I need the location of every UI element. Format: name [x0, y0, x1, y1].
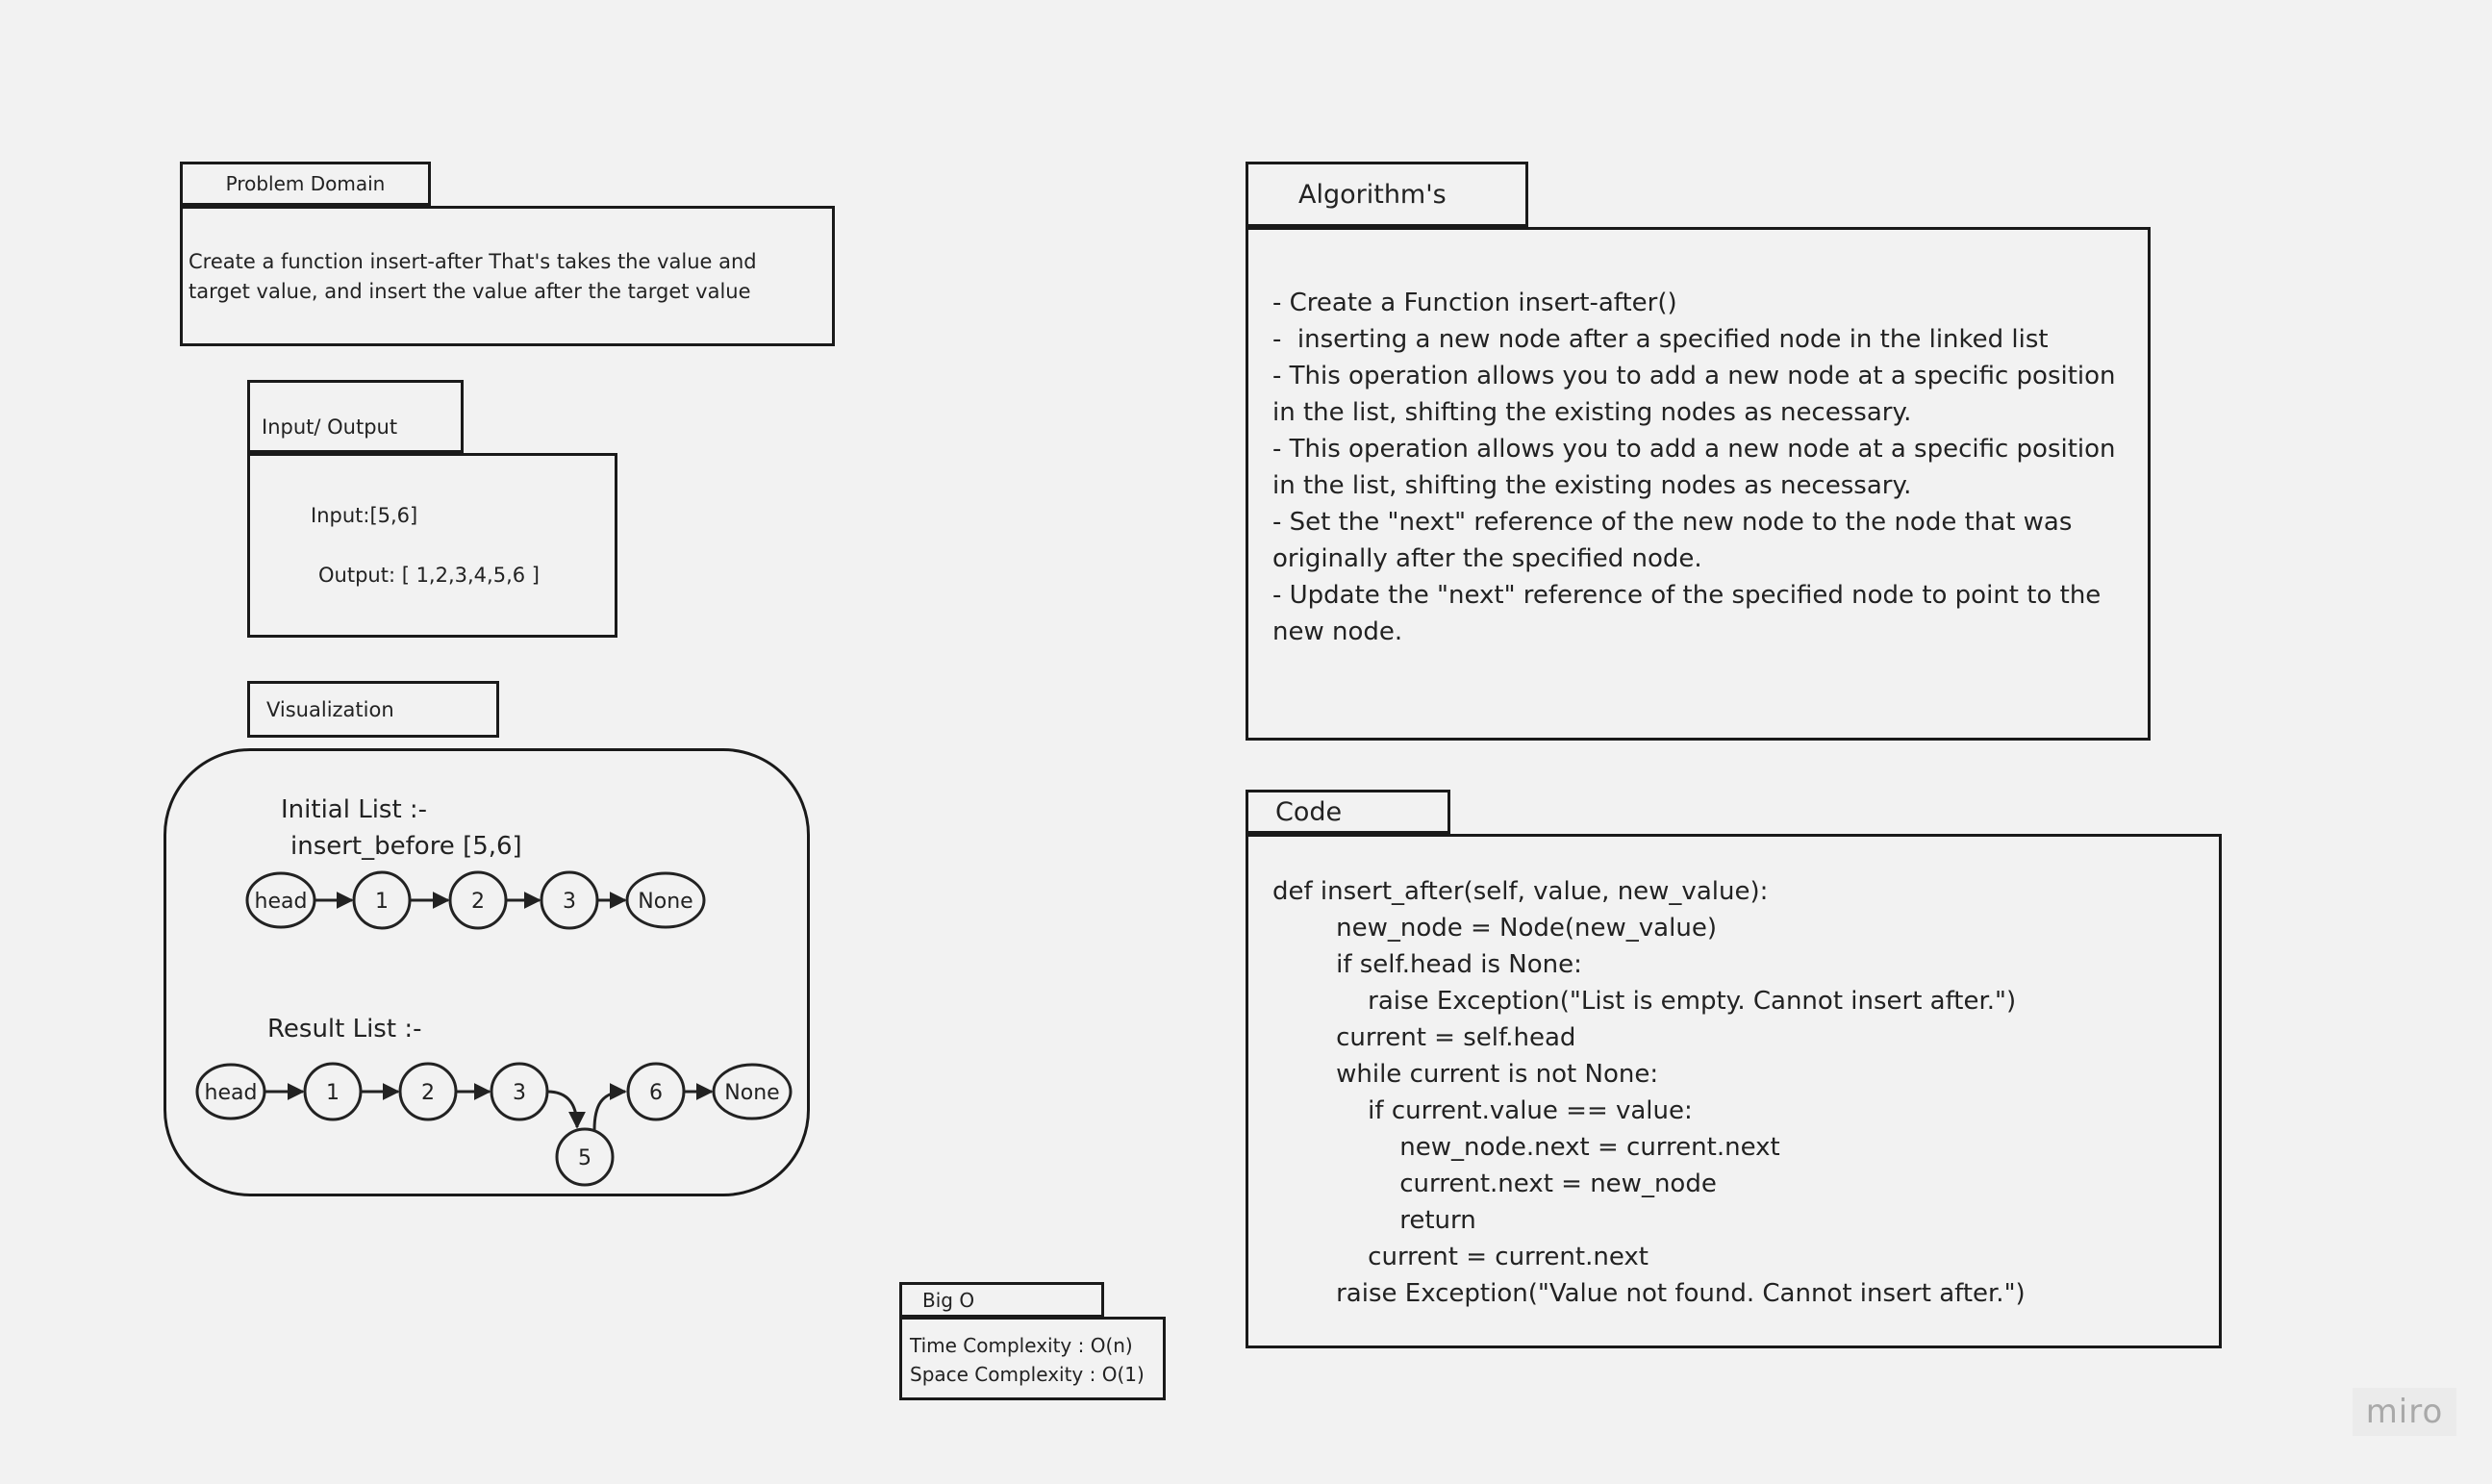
- output-text: Output: [ 1,2,3,4,5,6 ]: [318, 564, 540, 587]
- code-line: def insert_after(self, value, new_value)…: [1272, 877, 1769, 906]
- code-line: raise Exception("List is empty. Cannot i…: [1272, 987, 2017, 1016]
- code-line: return: [1272, 1206, 1476, 1235]
- algorithm-step: - Set the "next" reference of the new no…: [1272, 508, 2080, 573]
- code-line: if self.head is None:: [1272, 950, 1582, 979]
- visualization-tab: Visualization: [247, 681, 499, 738]
- code-title: Code: [1275, 796, 1343, 827]
- algorithm-tab: Algorithm's: [1246, 162, 1528, 227]
- visualization-title: Visualization: [266, 697, 394, 721]
- algorithm-steps: - Create a Function insert-after() - ins…: [1272, 285, 2138, 650]
- problem-domain-text: Create a function insert-after That's ta…: [189, 250, 757, 303]
- algorithm-step: - Update the "next" reference of the spe…: [1272, 581, 2109, 646]
- code-line: new_node = Node(new_value): [1272, 914, 1717, 943]
- code-tab: Code: [1246, 790, 1450, 834]
- code-line: current = self.head: [1272, 1023, 1576, 1052]
- input-output-title: Input/ Output: [262, 415, 398, 439]
- algorithm-step: - This operation allows you to add a new…: [1272, 362, 2124, 427]
- input-output-tab: Input/ Output: [247, 380, 464, 453]
- big-o-tab: Big O: [899, 1282, 1104, 1318]
- algorithm-step: - Create a Function insert-after(): [1272, 289, 1677, 317]
- code-block: def insert_after(self, value, new_value)…: [1272, 873, 2026, 1312]
- algorithm-step: - This operation allows you to add a new…: [1272, 435, 2124, 500]
- problem-domain-box: Create a function insert-after That's ta…: [180, 206, 835, 346]
- problem-domain-tab: Problem Domain: [180, 162, 431, 206]
- space-complexity: Space Complexity : O(1): [910, 1363, 1145, 1386]
- code-line: if current.value == value:: [1272, 1096, 1693, 1125]
- big-o-title: Big O: [922, 1288, 975, 1312]
- code-line: while current is not None:: [1272, 1060, 1659, 1089]
- big-o-box: Time Complexity : O(n) Space Complexity …: [899, 1317, 1166, 1400]
- algorithm-step: - inserting a new node after a specified…: [1272, 325, 2049, 354]
- visualization-box: [164, 748, 810, 1196]
- algorithm-title: Algorithm's: [1298, 179, 1447, 210]
- code-line: current.next = new_node: [1272, 1170, 1717, 1198]
- input-output-box: Input:[5,6] Output: [ 1,2,3,4,5,6 ]: [247, 453, 617, 638]
- code-line: new_node.next = current.next: [1272, 1133, 1780, 1162]
- code-line: raise Exception("Value not found. Cannot…: [1272, 1279, 2026, 1308]
- time-complexity: Time Complexity : O(n): [910, 1334, 1133, 1357]
- algorithm-box: - Create a Function insert-after() - ins…: [1246, 227, 2151, 741]
- code-box: def insert_after(self, value, new_value)…: [1246, 834, 2222, 1348]
- problem-domain-title: Problem Domain: [225, 172, 386, 195]
- miro-logo: miro: [2353, 1388, 2456, 1436]
- input-text: Input:[5,6]: [311, 504, 418, 527]
- code-line: current = current.next: [1272, 1243, 1649, 1271]
